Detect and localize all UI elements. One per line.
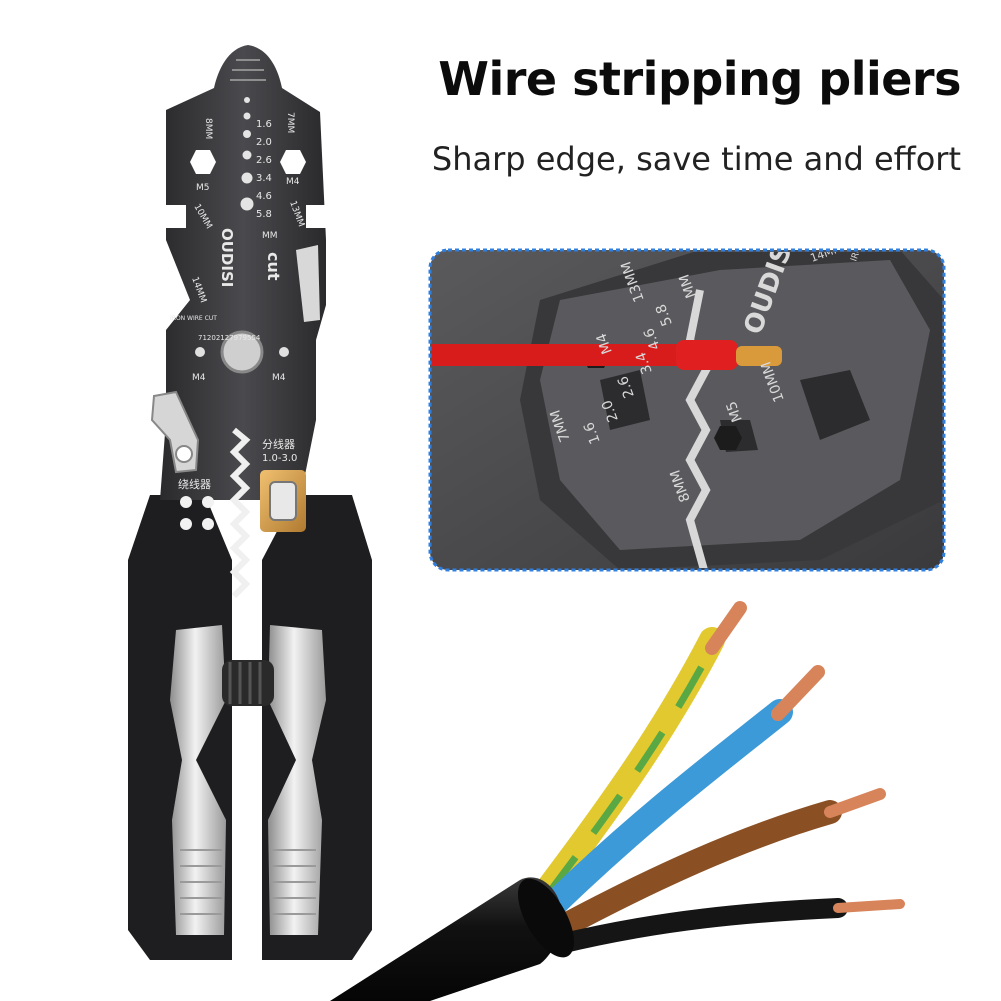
inset-mark-m4: M4: [594, 331, 616, 356]
mark-7mm: 7MM: [285, 112, 295, 133]
copper-strand-blue: [771, 665, 825, 721]
mark-m4-left: M4: [192, 373, 206, 383]
gauge-size-5: 4.6: [256, 191, 272, 202]
inset-mark-m5: M5: [724, 399, 746, 424]
hex-hole-left: [190, 150, 216, 174]
winder-label: 绕线器: [178, 477, 211, 491]
left-handle-grip: [170, 625, 226, 935]
right-handle-grip: [268, 625, 326, 935]
inset-size-1: 1.6: [581, 420, 604, 446]
gauge-unit: MM: [262, 231, 278, 241]
stripping-jaws: [229, 427, 251, 599]
copper-strand-black: [833, 899, 905, 913]
inset-size-2: 2.0: [599, 398, 622, 424]
splitter-range: 1.0-3.0: [262, 453, 297, 464]
electrical-cable: [330, 601, 905, 1001]
detail-inset: OUDISI 1.6 2.0 2.6 3.4 4.6 5.8 MM 7MM 8M…: [428, 227, 946, 572]
copper-strand-brown: [824, 788, 886, 818]
gauge-size-2: 2.0: [256, 137, 272, 148]
gauge-size-6: 5.8: [256, 209, 272, 220]
gauge-size-3: 2.6: [256, 155, 272, 166]
copper-strand-yellow: [705, 601, 747, 655]
inset-size-3: 2.6: [615, 374, 638, 400]
hex-hole-right: [280, 150, 306, 174]
copper-tip: [736, 346, 782, 366]
cutter-blade: [296, 245, 320, 322]
brown-wire: [548, 800, 842, 940]
subline: Sharp edge, save time and effort: [431, 140, 961, 178]
pivot-rivet: [220, 330, 264, 374]
mark-m5: M5: [196, 183, 210, 193]
mark-8mm: 8MM: [203, 118, 213, 139]
mark-m4-upper: M4: [286, 177, 300, 187]
iron-wire-cut: IRON WIRE CUT: [170, 315, 217, 322]
red-wire: [432, 344, 680, 366]
serial-number: 71202127979554: [198, 334, 261, 342]
black-wire: [550, 898, 848, 954]
inset-unit: MM: [676, 272, 699, 300]
gauge-size-4: 3.4: [256, 173, 272, 184]
inset-size-5: 4.6: [641, 326, 664, 352]
inset-size-6: 5.8: [653, 302, 676, 328]
wire-stripping-pliers: 1.6 2.0 2.6 3.4 4.6 5.8 MM 8MM M5 10MM 1…: [128, 45, 372, 960]
inset-size-4: 3.4: [633, 350, 656, 376]
mark-m4-right: M4: [272, 373, 286, 383]
gauge-size-1: 1.6: [256, 119, 272, 130]
blue-wire: [535, 699, 793, 923]
tool-brand: OUDISI: [218, 228, 236, 287]
cut-label: cut: [264, 252, 283, 281]
headline: Wire stripping pliers: [438, 52, 961, 106]
inset-iron-wire: IRON W: [849, 227, 870, 263]
cable-sheath: [330, 877, 563, 1001]
splitter-label: 分线器: [262, 437, 295, 451]
